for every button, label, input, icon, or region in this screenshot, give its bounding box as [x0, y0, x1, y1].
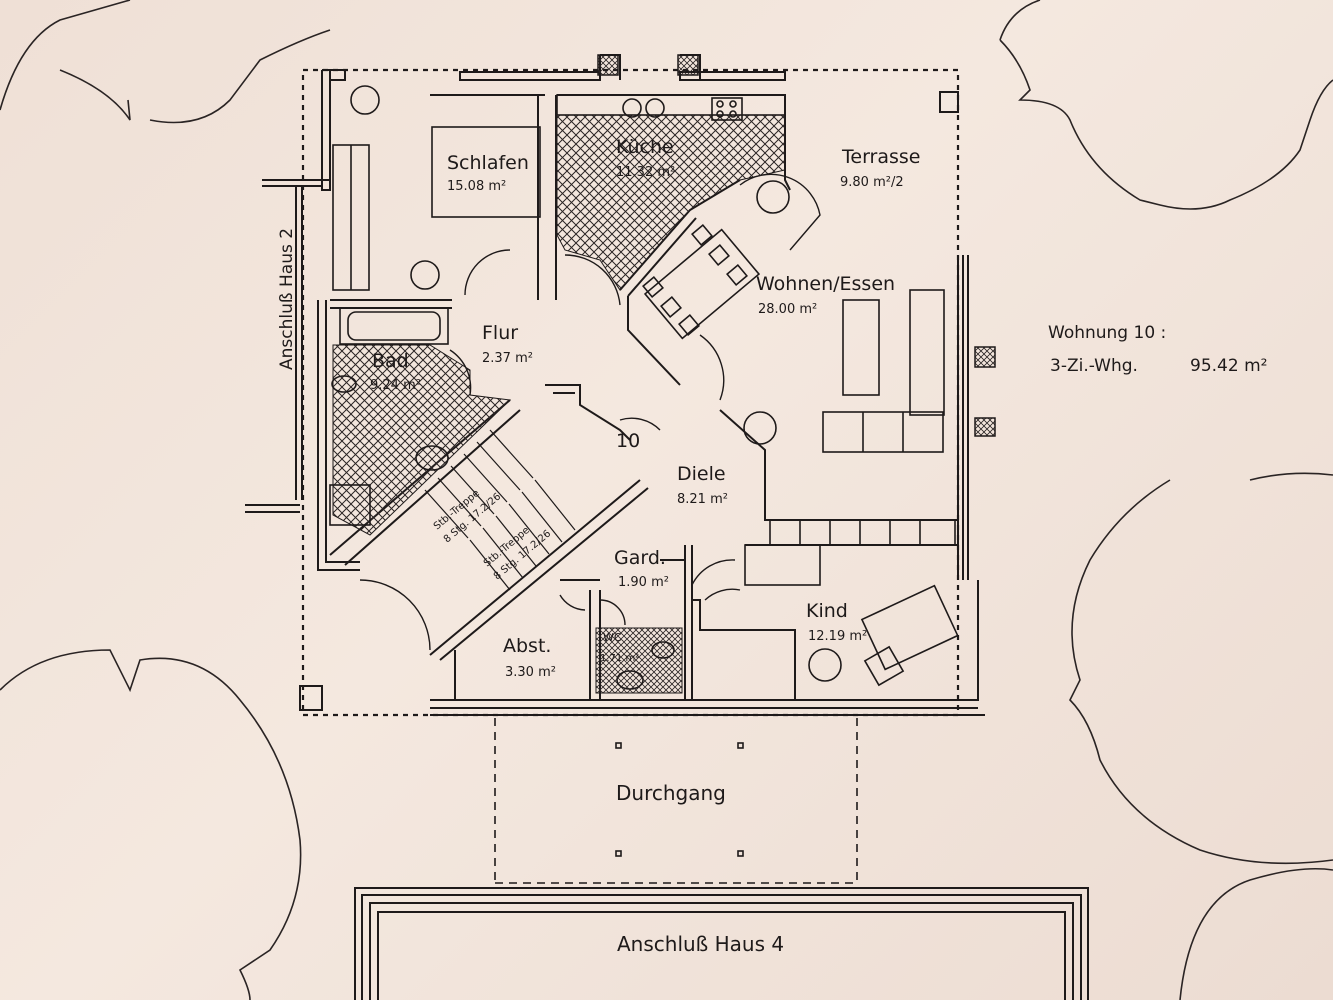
- washbasin-bad: [415, 445, 449, 471]
- room-area-flur: 2.37 m²: [482, 351, 533, 366]
- wc-toilet: [651, 641, 675, 659]
- wardrobe-kind: [744, 544, 821, 586]
- apartment-total-area: 95.42 m²: [1190, 356, 1267, 376]
- durchgang-label: Durchgang: [616, 781, 726, 805]
- room-name-kueche: Küche: [616, 136, 674, 158]
- toilet-bad: [331, 375, 357, 393]
- room-name-wc: WC: [603, 631, 622, 644]
- room-name-abst: Abst.: [503, 635, 551, 657]
- room-area-bad: 9.24 m²: [370, 378, 421, 393]
- stair-steps: [424, 429, 576, 591]
- furniture: [329, 94, 959, 690]
- room-area-diele: 8.21 m²: [677, 492, 728, 507]
- room-name-wohnen: Wohnen/Essen: [756, 273, 895, 295]
- kitchen-counter: [556, 94, 786, 116]
- room-name-kind: Kind: [806, 600, 848, 622]
- door-swings: [359, 173, 821, 651]
- sofa-bottom: [822, 411, 944, 453]
- anschluss-haus-4-label: Anschluß Haus 4: [617, 932, 784, 956]
- apartment-type: 3-Zi.-Whg.: [1050, 356, 1138, 376]
- room-name-schlafen: Schlafen: [447, 152, 529, 174]
- bad-tiles: [332, 344, 512, 536]
- room-area-kueche: 11.32 m²: [616, 165, 675, 180]
- exterior-walls: [299, 54, 996, 717]
- plants: [350, 85, 842, 682]
- anschluss-haus-2-label: Anschluß Haus 2: [277, 228, 297, 370]
- room-labels: Schlafen 15.08 m² Küche 11.32 m² Terrass…: [370, 136, 921, 680]
- room-area-terrasse: 9.80 m²/2: [840, 175, 904, 190]
- room-name-bad: Bad: [372, 350, 409, 372]
- durchgang-passage: [494, 718, 858, 885]
- kueche-tiles: [556, 114, 786, 291]
- apartment-number: 10: [616, 430, 640, 452]
- stove: [711, 97, 743, 121]
- room-name-diele: Diele: [677, 463, 726, 485]
- dining-table: [643, 228, 761, 340]
- room-area-wc: 1.71 m²: [600, 653, 639, 664]
- desk-kind: [860, 584, 959, 671]
- room-name-gard: Gard.: [614, 547, 666, 569]
- room-name-flur: Flur: [482, 322, 518, 344]
- coffee-table: [842, 299, 880, 396]
- bed: [431, 126, 541, 218]
- neighbor-building-haus-4: [354, 887, 1089, 1000]
- apartment-title: Wohnung 10 :: [1048, 323, 1166, 343]
- cabinet-row: [769, 519, 956, 546]
- sink: [622, 98, 642, 118]
- room-area-gard: 1.90 m²: [618, 575, 669, 590]
- room-area-kind: 12.19 m²: [808, 629, 867, 644]
- room-area-abst: 3.30 m²: [505, 665, 556, 680]
- room-name-terrasse: Terrasse: [841, 146, 921, 168]
- bathtub: [347, 311, 441, 341]
- room-area-wohnen: 28.00 m²: [758, 302, 817, 317]
- sofa-right: [909, 289, 945, 416]
- wc-basin: [616, 670, 644, 690]
- room-area-schlafen: 15.08 m²: [447, 179, 506, 194]
